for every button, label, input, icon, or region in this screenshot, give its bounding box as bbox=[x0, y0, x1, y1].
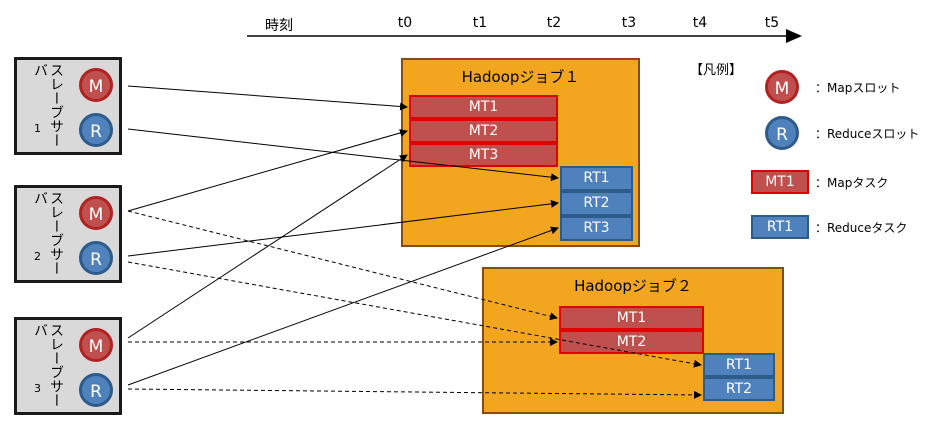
legend-map-slot-text: ：Mapスロット bbox=[815, 81, 901, 95]
legend-reduce-slot-text: ：Reduceスロット bbox=[815, 127, 920, 141]
tick-t4: t4 bbox=[692, 15, 708, 31]
legend-reduce-task-text: ：Reduceタスク bbox=[815, 221, 908, 235]
slave-server-3: スレーブサーバ 3 M R bbox=[14, 317, 122, 415]
connector-s3r-j2rt2 bbox=[127, 388, 702, 399]
server-number: 2 bbox=[34, 250, 41, 263]
legend-reduce-slot: R bbox=[765, 116, 799, 150]
server-label: スレーブサーバ bbox=[32, 63, 64, 147]
timeline-label: 時刻 bbox=[265, 18, 293, 34]
connector-s2m-j2mt1 bbox=[127, 210, 558, 321]
job2-reduce-task-1: RT1 bbox=[703, 353, 775, 377]
connector-s2m-mt2 bbox=[127, 129, 408, 212]
reduce-slot: R bbox=[79, 241, 113, 275]
tick-t3: t3 bbox=[621, 15, 637, 31]
job1-map-task-2: MT2 bbox=[409, 119, 558, 143]
job-title: Hadoopジョブ２ bbox=[574, 277, 692, 295]
connector-s3r-rt3 bbox=[127, 226, 559, 386]
map-slot: M bbox=[79, 328, 113, 362]
job1-reduce-task-2: RT2 bbox=[560, 191, 633, 216]
job2-map-task-1: MT1 bbox=[559, 306, 704, 330]
server-label: スレーブサーバ bbox=[32, 191, 64, 275]
reduce-slot: R bbox=[79, 373, 113, 407]
job-title: Hadoopジョブ１ bbox=[461, 68, 580, 86]
connector-s1r-rt1 bbox=[127, 128, 559, 182]
tick-t2: t2 bbox=[546, 15, 562, 31]
map-slot: M bbox=[79, 68, 113, 102]
legend-map-task: MT1 bbox=[751, 170, 809, 194]
connector-s1m-mt1 bbox=[127, 85, 408, 111]
job2-reduce-task-2: RT2 bbox=[703, 377, 775, 401]
tick-t5: t5 bbox=[764, 15, 780, 31]
map-slot: M bbox=[79, 196, 113, 230]
legend-reduce-task: RT1 bbox=[751, 215, 809, 239]
legend-map-slot: M bbox=[765, 70, 799, 104]
server-number: 3 bbox=[34, 382, 41, 395]
job1-map-task-3: MT3 bbox=[409, 143, 558, 167]
slave-server-1: スレーブサーバ 1 M R bbox=[14, 57, 122, 155]
connector-s3m-mt3 bbox=[127, 154, 408, 339]
tick-t1: t1 bbox=[472, 15, 488, 31]
tick-t0: t0 bbox=[397, 15, 413, 31]
server-label: スレーブサーバ bbox=[32, 323, 64, 407]
legend-map-task-text: ：Mapタスク bbox=[815, 176, 889, 190]
job1-map-task-1: MT1 bbox=[409, 95, 558, 119]
connector-s2r-j2rt1 bbox=[127, 261, 702, 368]
slave-server-2: スレーブサーバ 2 M R bbox=[14, 185, 122, 283]
connector-s2r-rt2 bbox=[127, 199, 559, 257]
server-number: 1 bbox=[34, 122, 41, 135]
job1-reduce-task-1: RT1 bbox=[560, 166, 633, 191]
legend-title: 【凡例】 bbox=[690, 63, 743, 78]
reduce-slot: R bbox=[79, 113, 113, 147]
job1-reduce-task-3: RT3 bbox=[560, 216, 633, 241]
